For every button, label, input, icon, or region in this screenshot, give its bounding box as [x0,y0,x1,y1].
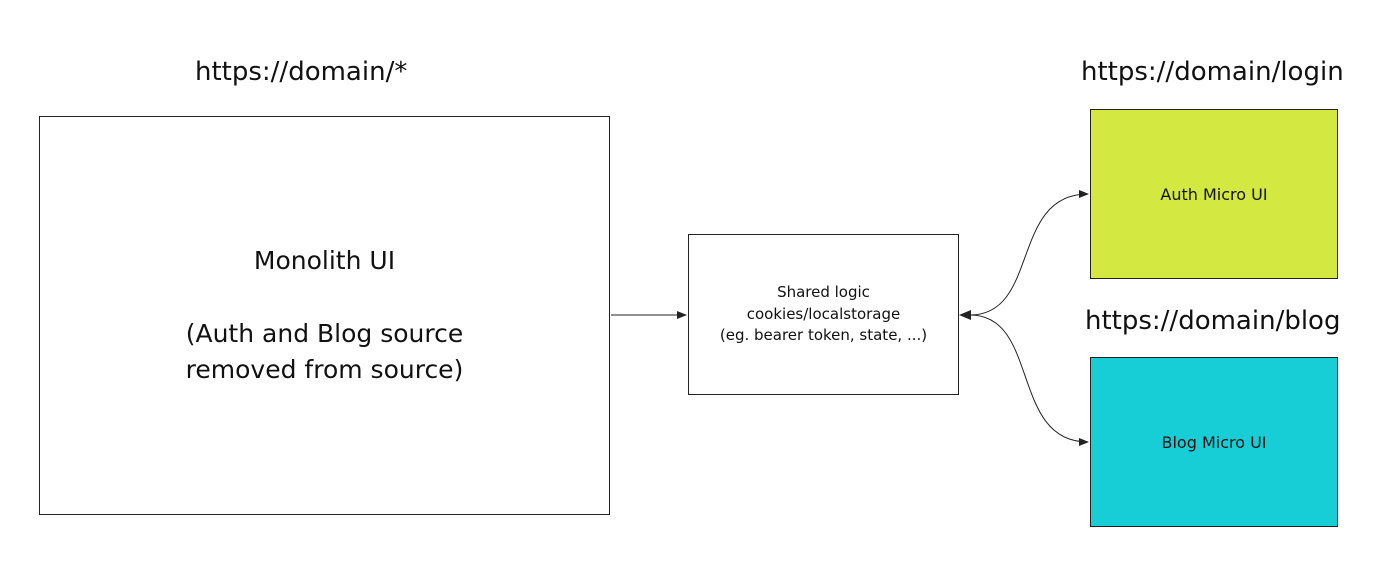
blog-url-label: https://domain/blog [1085,306,1341,336]
monolith-note-line1: (Auth and Blog source [185,318,464,348]
shared-logic-line3: (eg. bearer token, state, ...) [719,326,928,345]
shared-logic-line2: cookies/localstorage [746,304,901,323]
shared-incoming-arrowhead [959,310,971,320]
shared-auth-bidirectional-arrow [969,190,1089,316]
blog-micro-ui-label: Blog Micro UI [1161,432,1267,452]
monolith-title: Monolith UI [253,246,396,275]
monolith-note-line2: removed from source) [185,354,464,384]
monolith-ui-box: Monolith UI (Auth and Blog source remove… [39,116,610,515]
auth-micro-ui-box: Auth Micro UI [1090,109,1338,279]
monolith-url-label: https://domain/* [195,57,408,87]
shared-logic-line1: Shared logic [777,282,870,301]
shared-logic-box: Shared logic cookies/localstorage (eg. b… [688,234,959,395]
blog-micro-ui-box: Blog Micro UI [1090,357,1338,527]
shared-blog-bidirectional-arrow [969,314,1089,446]
auth-micro-ui-label: Auth Micro UI [1160,184,1268,204]
auth-url-label: https://domain/login [1081,57,1344,87]
